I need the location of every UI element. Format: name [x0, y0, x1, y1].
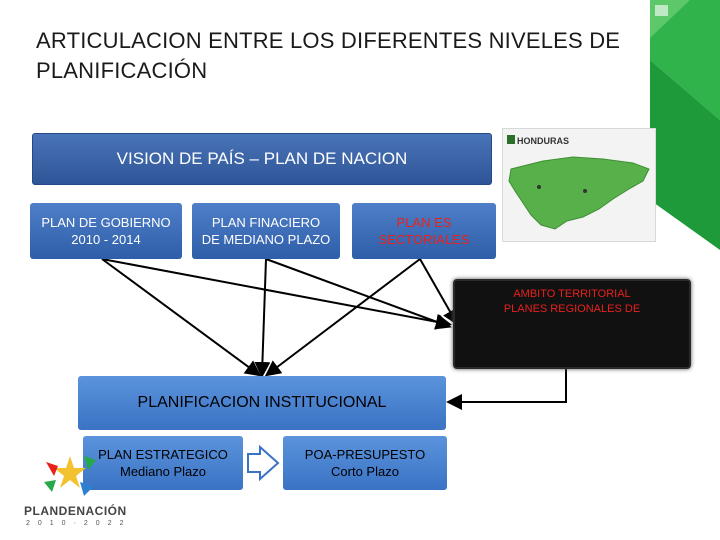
plan-estrategico-line2: Mediano Plazo — [119, 464, 206, 479]
vision-pais-box: VISION DE PAÍS – PLAN DE NACION — [32, 133, 492, 185]
plan-gobierno-line2: 2010 - 2014 — [71, 232, 141, 247]
ambito-territorial-box: AMBITO TERRITORIAL PLANES REGIONALES DE — [453, 279, 691, 369]
plan-gobierno-line1: PLAN DE GOBIERNO — [41, 215, 171, 230]
plan-nacion-logo-icon — [44, 456, 96, 496]
ambito-territorial-line2: PLANES REGIONALES DE — [503, 303, 641, 315]
page-title: ARTICULACION ENTRE LOS DIFERENTES NIVELE… — [36, 28, 621, 83]
plan-financiero-line1: PLAN FINACIERO — [211, 215, 321, 230]
plan-estrategico-box: PLAN ESTRATEGICO Mediano Plazo — [83, 436, 243, 490]
plan-financiero-box: PLAN FINACIERO DE MEDIANO PLAZO — [192, 203, 340, 259]
ambito-territorial-line1: AMBITO TERRITORIAL — [513, 288, 631, 300]
vision-pais-label: VISION DE PAÍS – PLAN DE NACION — [116, 149, 408, 168]
plan-estrategico-line1: PLAN ESTRATEGICO — [98, 447, 228, 462]
plan-nacion-logo-years: 2010·2022 — [26, 520, 132, 527]
plan-nacion-logo-text: PLANDENACIÓN — [24, 504, 127, 518]
plan-gobierno-box: PLAN DE GOBIERNO 2010 - 2014 — [30, 203, 182, 259]
honduras-map: HONDURAS — [502, 128, 656, 242]
planificacion-institucional-box: PLANIFICACION INSTITUCIONAL — [78, 376, 446, 430]
honduras-map-shape — [507, 135, 650, 230]
planes-sectoriales-line2: SECTORIALES — [378, 232, 470, 247]
poa-presupuesto-box: POA-PRESUPESTO Corto Plazo — [283, 436, 447, 490]
map-label: HONDURAS — [517, 136, 570, 146]
poa-line2: Corto Plazo — [331, 464, 399, 479]
plan-financiero-line2: DE MEDIANO PLAZO — [201, 232, 331, 247]
planes-sectoriales-box: PLAN ES SECTORIALES — [352, 203, 496, 259]
planes-sectoriales-line1: PLAN ES — [396, 215, 452, 230]
poa-line1: POA-PRESUPESTO — [304, 447, 426, 462]
planificacion-institucional-label: PLANIFICACION INSTITUCIONAL — [137, 394, 387, 411]
